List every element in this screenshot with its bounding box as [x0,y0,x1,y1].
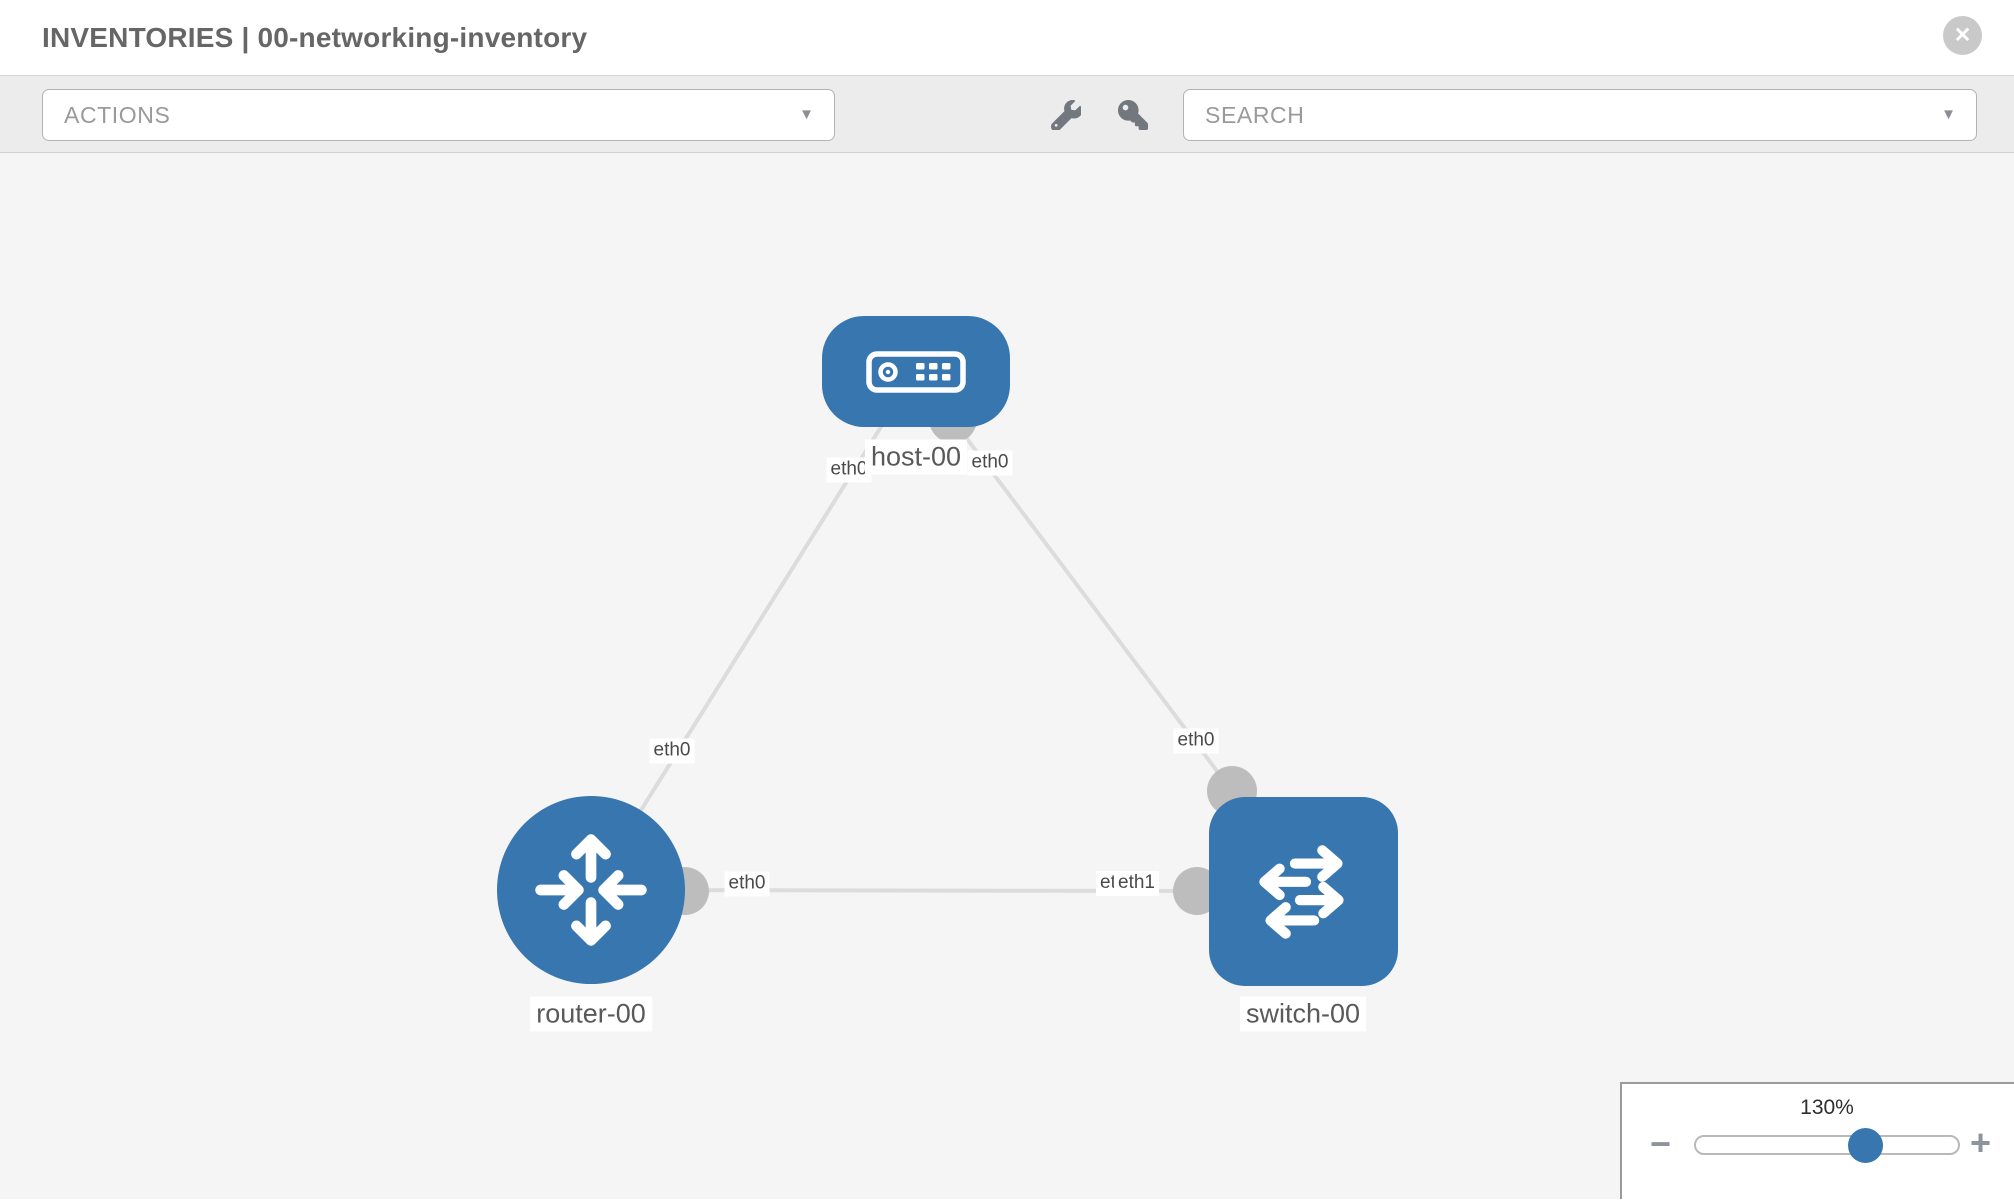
topology-links-layer [589,369,1257,915]
link-host-router [589,369,918,892]
page-title: INVENTORIES | 00-networking-inventory [42,21,588,53]
wrench-icon [1051,100,1081,130]
interface-label: eth0 [1173,728,1219,754]
actions-dropdown-label: ACTIONS [64,101,171,128]
search-dropdown-label: SEARCH [1205,101,1305,128]
chevron-down-icon: ▼ [1941,106,1956,124]
interface-label: eth0 [967,450,1013,476]
header: INVENTORIES | 00-networking-inventory ✕ [0,0,2014,75]
zoom-level-value: 130% [1800,1096,1854,1119]
topology-canvas[interactable]: eth0 eth0 eth0 eth0 eth0 eth1 eth1 host-… [0,153,2014,1199]
interface-label: eth0 [649,738,695,764]
plus-icon: + [1970,1122,1992,1163]
zoom-control-panel: 130% − + [1620,1082,2014,1199]
host-device-icon [866,350,966,393]
zoom-slider-handle[interactable] [1848,1128,1883,1163]
interface-label: eth0 [826,457,872,483]
node-label-host-00: host-00 [864,439,968,475]
toolbar: ACTIONS ▼ SEARCH ▼ [0,75,2014,153]
zoom-slider-track[interactable] [1694,1128,1960,1163]
configure-button[interactable] [1049,98,1083,132]
link-host-switch [914,369,1234,793]
zoom-in-button[interactable]: + [1970,1125,1991,1161]
chevron-down-icon: ▼ [799,106,814,124]
node-router-00[interactable] [497,796,685,984]
node-label-switch-00: switch-00 [1239,996,1367,1032]
close-button[interactable]: ✕ [1943,16,1982,55]
router-icon [535,834,647,946]
key-icon [1118,100,1148,130]
close-icon: ✕ [1953,24,1972,47]
node-switch-00[interactable] [1209,797,1398,986]
zoom-out-button[interactable]: − [1650,1126,1671,1162]
actions-dropdown[interactable]: ACTIONS ▼ [42,89,835,141]
switch-icon [1258,844,1344,939]
interface-label: eth1 [1114,871,1159,896]
interface-label: eth0 [724,871,770,897]
search-dropdown[interactable]: SEARCH ▼ [1183,89,1977,141]
node-host-00[interactable] [822,316,1010,427]
minus-icon: − [1650,1123,1672,1164]
credentials-button[interactable] [1116,98,1150,132]
node-label-router-00: router-00 [530,996,652,1032]
